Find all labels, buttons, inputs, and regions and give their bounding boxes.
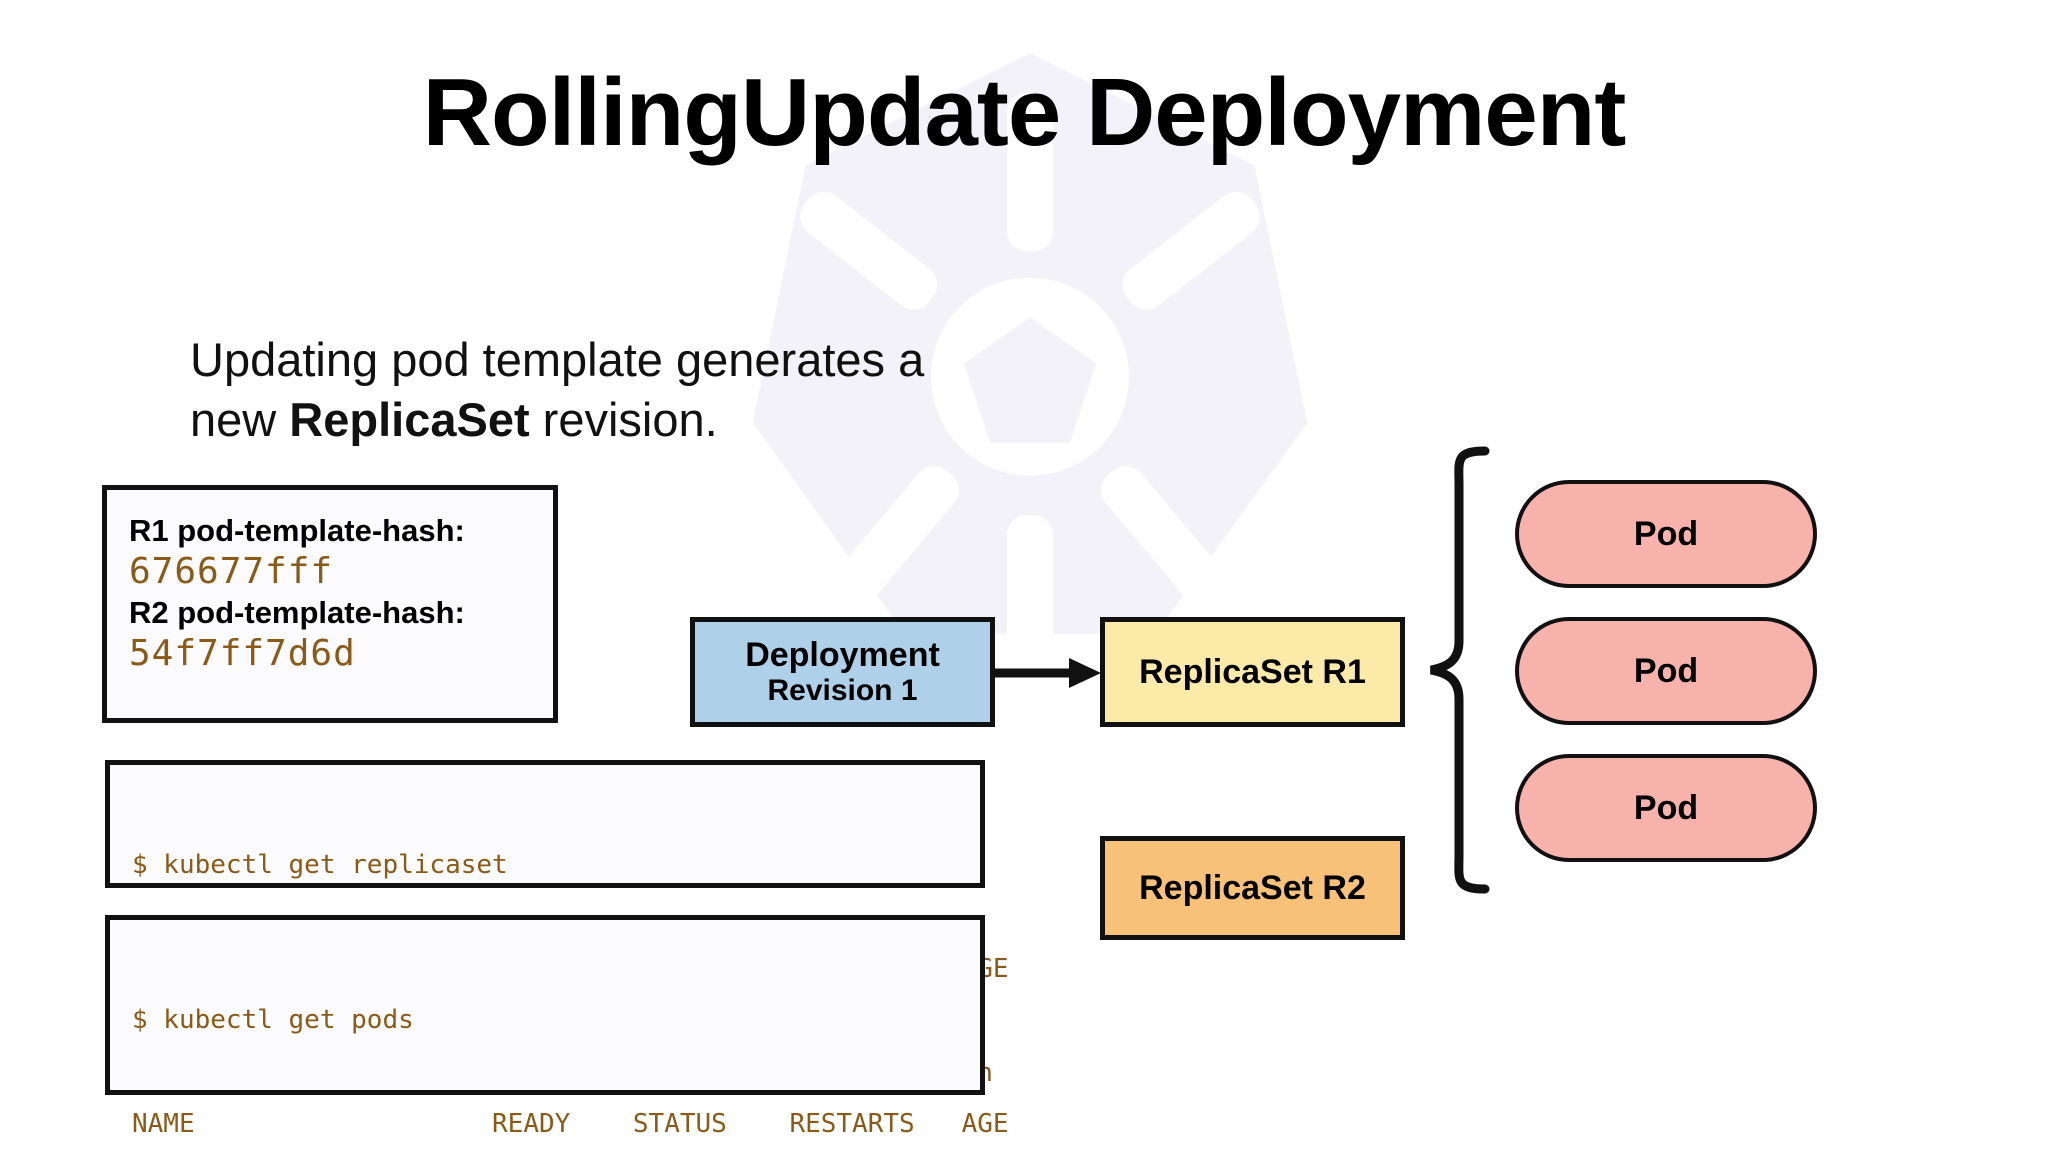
page-title: RollingUpdate Deployment (422, 59, 1627, 166)
replicaset-r2-label: ReplicaSet R2 (1139, 868, 1366, 907)
r1-hash-label: R1 pod-template-hash: (129, 513, 465, 548)
replicaset-r2-node: ReplicaSet R2 (1100, 836, 1405, 940)
terminal-get-replicaset: $ kubectl get replicaset NAME DESIRED CU… (105, 760, 1009, 1088)
curly-brace-icon (1430, 446, 1490, 894)
lead-line-2-suffix: revision. (529, 393, 718, 447)
pod-label: Pod (1633, 788, 1699, 827)
replicaset-r1-node: ReplicaSet R1 (1100, 617, 1405, 727)
terminal-get-pods: $ kubectl get pods NAME READY STATUS RES… (105, 915, 1009, 1139)
pod-template-hash-box: R1 pod-template-hash: 676677fff R2 pod-t… (102, 485, 558, 723)
pod-label: Pod (1633, 514, 1699, 553)
pod-node: Pod (1515, 617, 1817, 725)
lead-line-2-emphasis: ReplicaSet (289, 393, 530, 447)
replicaset-r1-label: ReplicaSet R1 (1139, 652, 1366, 691)
pod-node: Pod (1515, 480, 1817, 588)
deployment-title: Deployment (745, 636, 940, 675)
terminal-command: $ kubectl get replicaset (132, 850, 508, 881)
terminal-header-row: NAME READY STATUS RESTARTS AGE (132, 1108, 1009, 1139)
lead-paragraph: Updating pod template generates a new Re… (190, 330, 1050, 450)
arrow-right-icon (995, 658, 1101, 688)
pod-node: Pod (1515, 754, 1817, 862)
lead-line-1: Updating pod template generates a (190, 333, 925, 386)
r1-hash-value: 676677fff (129, 550, 334, 592)
lead-line-2-prefix: new (190, 393, 290, 447)
deployment-node: Deployment Revision 1 (690, 617, 995, 727)
deployment-revision: Revision 1 (767, 674, 918, 708)
terminal-command: $ kubectl get pods (132, 1005, 414, 1036)
r2-hash-label: R2 pod-template-hash: (129, 594, 465, 630)
pod-label: Pod (1633, 651, 1699, 690)
r2-hash-value: 54f7ff7d6d (129, 632, 356, 674)
